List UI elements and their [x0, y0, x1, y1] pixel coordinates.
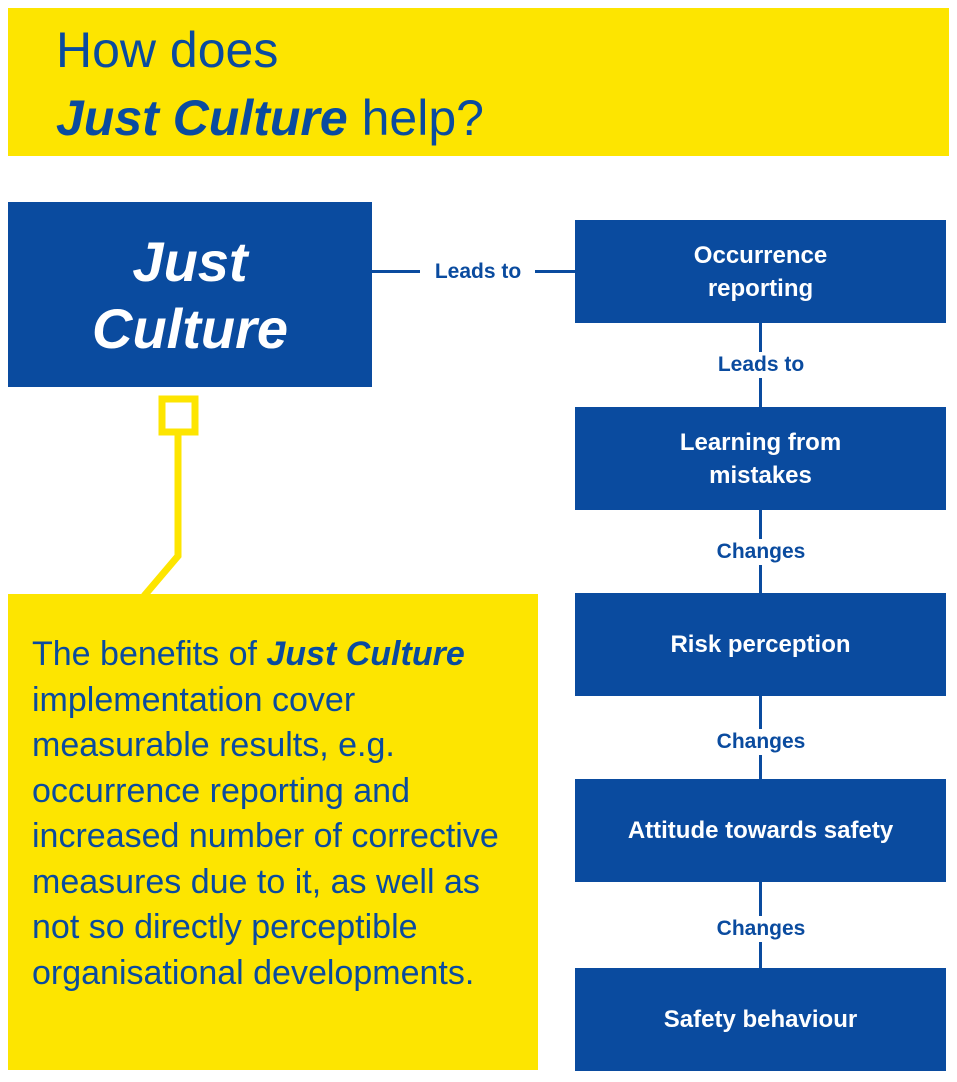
step-safety-behaviour: Safety behaviour [575, 968, 946, 1071]
benefits-emphasis: Just Culture [266, 635, 465, 673]
callout-line [141, 432, 182, 599]
step-occurrence-reporting: Occurrence reporting [575, 220, 946, 323]
connector-label-changes: Changes [680, 916, 842, 942]
connector-label-leads-to: Leads to [680, 352, 842, 378]
benefits-text: The benefits of Just Culture implementat… [32, 632, 532, 996]
step-learning-from-mistakes: Learning from mistakes [575, 407, 946, 510]
step-attitude-towards-safety: Attitude towards safety [575, 779, 946, 882]
title-banner [8, 8, 949, 156]
just-culture-line-2: Culture [92, 297, 288, 360]
title-rest: help? [347, 90, 484, 146]
just-culture-box: Just Culture [8, 202, 372, 387]
title-line-2: Just Culture help? [56, 90, 484, 146]
connector-label-changes: Changes [680, 729, 842, 755]
benefits-intro: The benefits of [32, 635, 267, 673]
just-culture-line-1: Just [132, 230, 248, 293]
connector-label-leads-to: Leads to [422, 259, 534, 285]
step-label-line-1: Learning from [679, 428, 842, 456]
connector-line [535, 270, 575, 273]
title-emphasis: Just Culture [56, 90, 348, 146]
benefits-callout: The benefits of Just Culture implementat… [8, 594, 538, 1070]
title-line-1: How does [56, 22, 279, 78]
step-risk-perception: Risk perception [575, 593, 946, 696]
step-label: Attitude towards safety [627, 817, 894, 844]
benefits-rest: implementation cover measurable results,… [32, 680, 499, 992]
step-label: Risk perception [670, 631, 851, 658]
connector-label-changes: Changes [680, 539, 842, 565]
just-culture-label: Just Culture [8, 228, 372, 362]
callout-anchor-square [158, 395, 199, 436]
step-label-line-2: mistakes [709, 461, 812, 489]
connector-line [372, 270, 420, 273]
step-label-line-1: Occurrence [693, 241, 828, 269]
step-label: Safety behaviour [663, 1006, 858, 1033]
step-label-line-2: reporting [707, 274, 814, 302]
